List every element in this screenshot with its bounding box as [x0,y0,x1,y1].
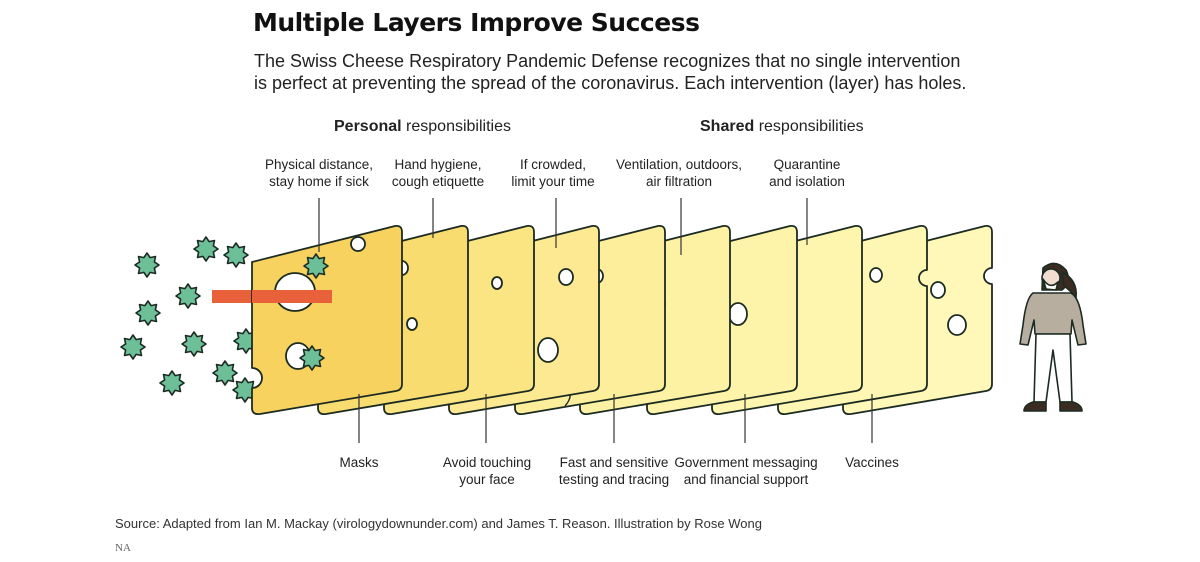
virus-icon [175,283,201,309]
section-shared: Shared responsibilities [700,118,864,136]
label-vaccines: Vaccines [845,455,899,470]
subtitle: The Swiss Cheese Respiratory Pandemic De… [254,51,967,93]
virus-icon [303,253,329,279]
virus-icon [181,331,207,357]
virus-icon [223,242,249,268]
page-title: Multiple Layers Improve Success [253,8,700,37]
virus-icon [193,236,219,262]
section-shared-bold: Shared [700,118,755,135]
virus-cluster [120,236,259,403]
virus-icon [120,334,146,360]
virus-icon [135,300,161,326]
person-icon [1019,262,1087,412]
virus-icon [134,252,160,278]
cheese-slice-distance [251,224,403,416]
virus-icon [159,370,185,396]
section-personal: Personal responsibilities [334,118,511,136]
label-physical-distance: Physical distance,stay home if sick [264,157,374,189]
leader-lines [318,198,873,443]
label-hand-hygiene: Hand hygiene,cough etiquette [391,157,485,189]
virus-icon [299,345,325,371]
label-ventilation: Ventilation, outdoors,air filtration [615,157,743,189]
source-note: Source: Adapted from Ian M. Mackay (viro… [115,516,762,531]
section-personal-bold: Personal [334,118,402,135]
section-personal-rest: responsibilities [401,118,511,135]
cheese-layers [251,224,993,416]
label-if-crowded: If crowded,limit your time [511,157,595,189]
virus-icon [212,360,238,386]
section-shared-rest: responsibilities [754,118,864,135]
credit-note: NA [115,542,131,554]
label-masks: Masks [339,455,379,470]
